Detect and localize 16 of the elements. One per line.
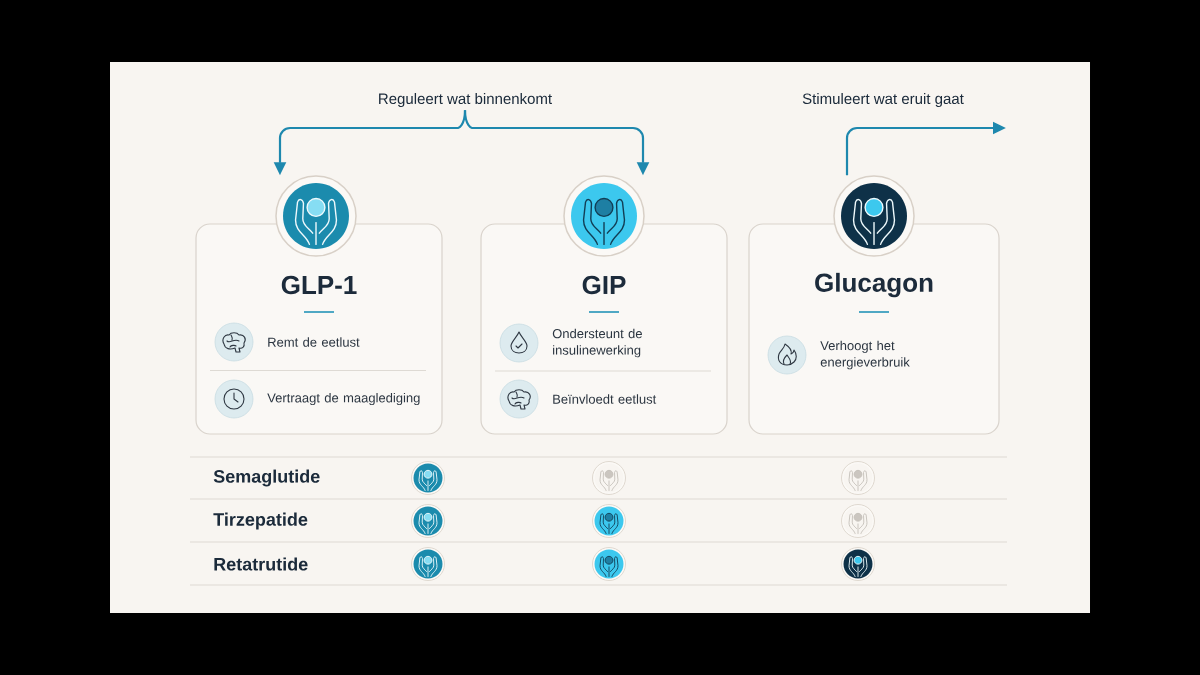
person-icon — [275, 175, 357, 257]
card-title: GLP-1 — [281, 275, 357, 295]
edge-label: Stimuleert wat eruit gaat — [800, 91, 966, 109]
person-icon — [833, 175, 915, 257]
person-icon — [563, 175, 645, 257]
row-label: Semaglutide — [213, 469, 320, 487]
effect-text: Beïnvloedt eetlust — [553, 394, 657, 404]
effect-text: Vertraagt de maaglediging — [267, 392, 420, 406]
row-label: Retatrutide — [214, 557, 308, 571]
effect-text: Ondersteunt de insulinewerking — [552, 328, 642, 358]
effect-text: Verhoogt het energieverbruik — [820, 340, 910, 370]
card-title: GIP — [582, 275, 626, 295]
card-title: Glucagon — [815, 272, 933, 298]
group-label: Reguleert wat binnenkomt — [379, 93, 552, 107]
effect-text: Remt de eetlust — [268, 337, 360, 347]
row-label: Tirzepatide — [213, 512, 308, 530]
